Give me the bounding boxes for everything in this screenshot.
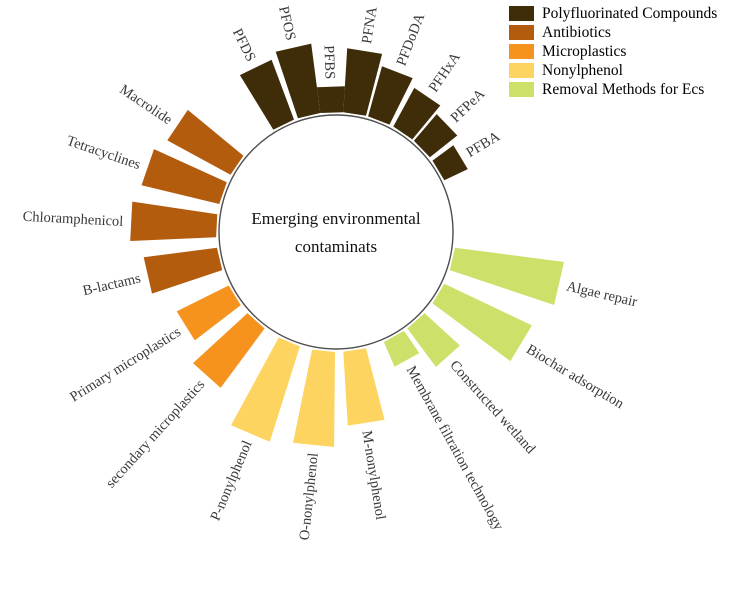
bar-label-pfna: PFNA bbox=[359, 5, 381, 45]
bar-label-biochar-adsorption: Biochar adsorption bbox=[523, 341, 627, 412]
bar-label-pfba: PFBA bbox=[464, 128, 504, 161]
bar-label-algae-repair: Algae repair bbox=[565, 279, 639, 311]
legend-swatch-microplastics bbox=[509, 44, 534, 59]
legend-swatch-polyfluorinated bbox=[509, 6, 534, 21]
legend-item-removal-methods: Removal Methods for Ecs bbox=[509, 82, 717, 97]
bar-label-o-nonylphenol: O-nonylphenol bbox=[297, 452, 322, 541]
legend-label-polyfluorinated: Polyfluorinated Compounds bbox=[542, 4, 718, 22]
bar-constructed-wetland bbox=[407, 313, 460, 367]
legend-label-microplastics: Microplastics bbox=[542, 42, 627, 60]
bar-label-macrolide: Macrolide bbox=[117, 82, 175, 129]
bar-pfba bbox=[432, 145, 468, 181]
legend-swatch-removal-methods bbox=[509, 82, 534, 97]
legend-swatch-nonylphenol bbox=[509, 63, 534, 78]
bar-chloramphenicol bbox=[130, 201, 218, 241]
bar-membrane-filtration-technology bbox=[383, 330, 420, 367]
legend-item-microplastics: Microplastics bbox=[509, 44, 717, 59]
legend-label-nonylphenol: Nonylphenol bbox=[542, 61, 623, 79]
bar-pfhxa bbox=[393, 87, 441, 140]
bar-pfpea bbox=[413, 114, 458, 158]
legend-item-polyfluorinated: Polyfluorinated Compounds bbox=[509, 6, 717, 21]
bar-algae-repair bbox=[449, 247, 564, 305]
bar-label-chloramphenicol: Chloramphenicol bbox=[22, 209, 123, 230]
center-circle bbox=[218, 114, 454, 350]
bar-label-pfos: PFOS bbox=[275, 5, 298, 42]
bar-m-nonylphenol bbox=[343, 348, 385, 426]
bar-b-lactams bbox=[143, 247, 223, 294]
bar-pfds bbox=[239, 59, 294, 130]
bar-primary-microplastics bbox=[176, 285, 241, 341]
bar-label-membrane-filtration-technology: Membrane filtration technology bbox=[403, 363, 507, 533]
bar-label-tetracyclines: Tetracyclines bbox=[64, 133, 142, 173]
center-label-line2: contaminats bbox=[295, 237, 377, 256]
bar-biochar-adsorption bbox=[432, 283, 532, 362]
bar-label-pfhxa: PFHxA bbox=[426, 49, 464, 95]
bar-label-b-lactams: B-lactams bbox=[81, 270, 142, 299]
bar-label-pfdoda: PFDoDA bbox=[394, 11, 429, 68]
bar-tetracyclines bbox=[141, 149, 227, 204]
legend: Polyfluorinated Compounds Antibiotics Mi… bbox=[509, 6, 717, 97]
center-label-line1: Emerging environmental bbox=[251, 209, 420, 228]
legend-label-antibiotics: Antibiotics bbox=[542, 23, 611, 41]
legend-item-nonylphenol: Nonylphenol bbox=[509, 63, 717, 78]
legend-swatch-antibiotics bbox=[509, 25, 534, 40]
bar-label-primary-microplastics: Primary microplastics bbox=[67, 324, 184, 405]
bar-pfna bbox=[343, 48, 383, 116]
bar-label-m-nonylphenol: M-nonylphenol bbox=[358, 429, 388, 521]
bar-label-pfds: PFDS bbox=[229, 26, 259, 64]
bar-o-nonylphenol bbox=[293, 349, 335, 447]
bar-label-pfpea: PFPeA bbox=[448, 86, 489, 126]
bar-label-pfbs: PFBS bbox=[320, 45, 337, 79]
bar-p-nonylphenol bbox=[231, 337, 300, 442]
bar-secondary-microplastics bbox=[193, 313, 265, 388]
bar-macrolide bbox=[167, 109, 244, 175]
bar-label-secondary-microplastics: secondary microplastics bbox=[103, 377, 209, 492]
bar-pfos bbox=[275, 43, 321, 119]
legend-label-removal-methods: Removal Methods for Ecs bbox=[542, 80, 705, 98]
bar-pfdoda bbox=[368, 66, 413, 125]
bar-label-p-nonylphenol: P-nonylphenol bbox=[208, 438, 256, 523]
legend-item-antibiotics: Antibiotics bbox=[509, 25, 717, 40]
bar-pfbs bbox=[316, 86, 345, 113]
